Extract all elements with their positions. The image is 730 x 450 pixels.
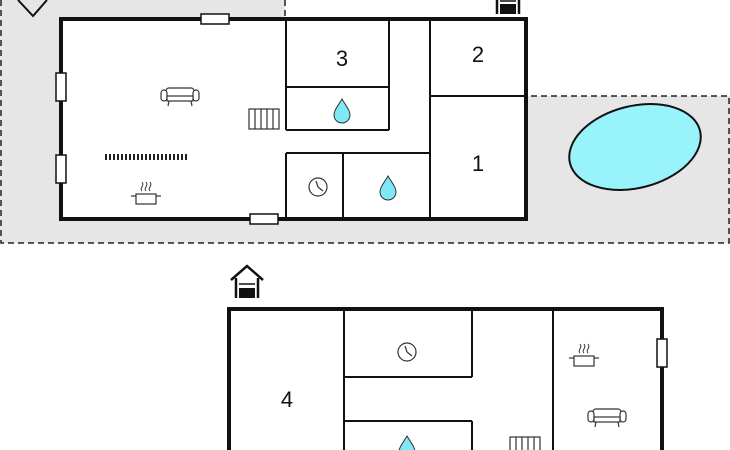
house-entrance-icon bbox=[229, 264, 265, 300]
window bbox=[656, 338, 668, 368]
upper-floor: 3 2 1 bbox=[55, 13, 528, 225]
room-label-4: 4 bbox=[281, 387, 293, 412]
lower-floor: 4 bbox=[227, 307, 668, 450]
house-entrance-icon bbox=[495, 0, 521, 14]
clock-icon bbox=[308, 177, 328, 197]
room-label-1: 1 bbox=[472, 151, 484, 176]
room-label-2: 2 bbox=[472, 42, 484, 67]
window bbox=[55, 13, 279, 225]
room-label-3: 3 bbox=[336, 46, 348, 71]
swimming-pool-icon bbox=[568, 103, 702, 191]
radiator-icon bbox=[509, 436, 541, 450]
compass-icon bbox=[17, 0, 48, 18]
clock-icon bbox=[397, 342, 417, 362]
radiator-icon bbox=[248, 108, 280, 130]
